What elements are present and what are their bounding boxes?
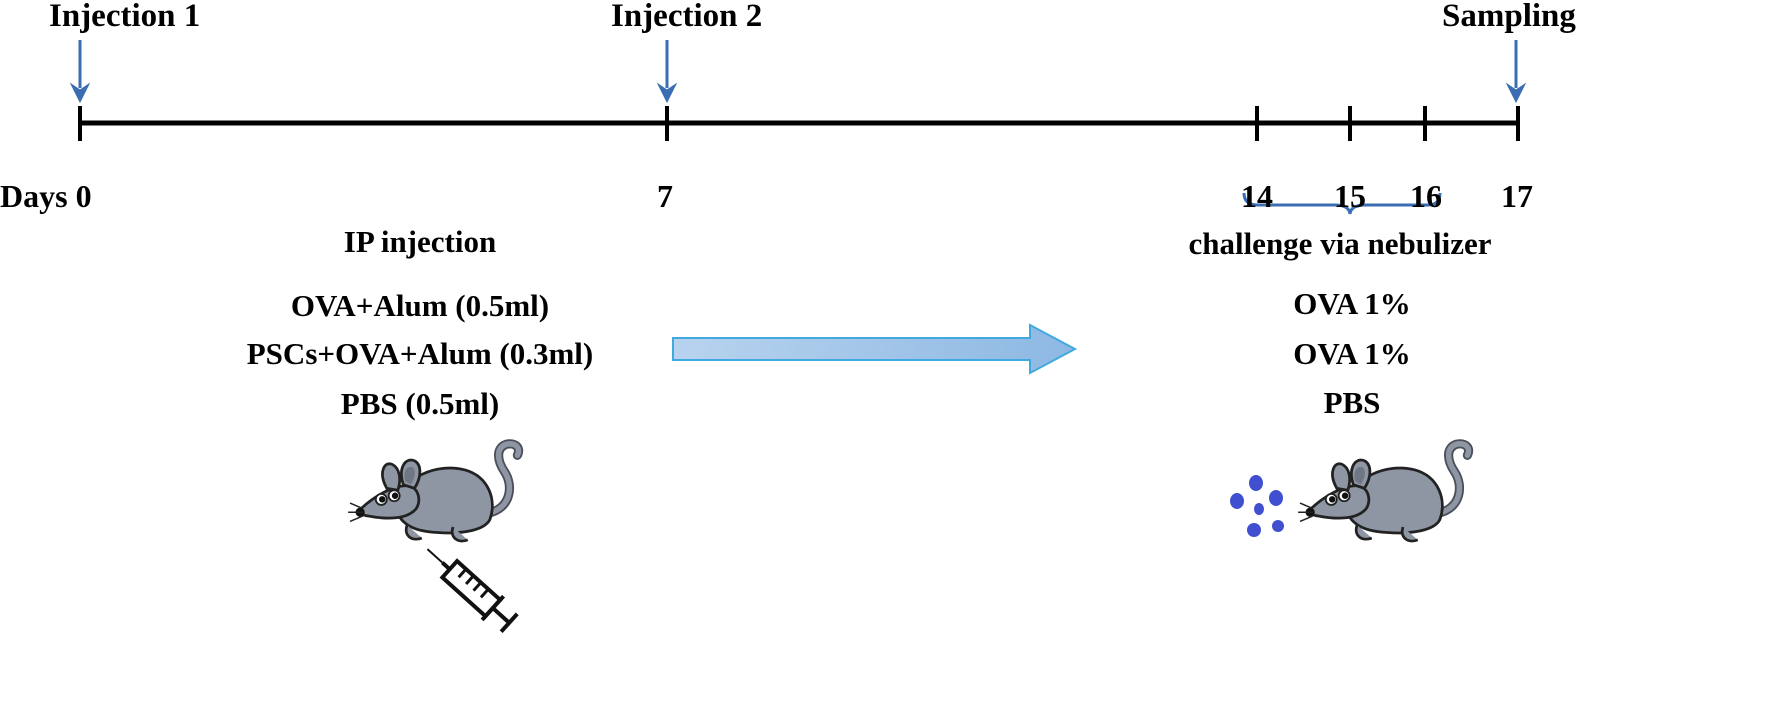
down-arrow-icon [1505,40,1527,104]
ip-group-3: PBS (0.5ml) [340,386,500,421]
day-label-14: 14 [1241,178,1273,214]
ip-group-2: PSCs+OVA+Alum (0.3ml) [246,336,594,371]
down-arrow-icon [69,40,91,104]
day-label-17: 17 [1501,178,1533,214]
event-label-injection-1: Injection 1 [49,0,201,34]
ip-group-1: OVA+Alum (0.5ml) [290,288,550,323]
event-label-injection-2: Injection 2 [611,0,763,34]
challenge-group-2: OVA 1% [1293,336,1411,371]
challenge-title: challenge via nebulizer [1188,226,1492,261]
brace-icon [1242,192,1442,215]
day-label-16: 16 [1410,178,1442,214]
mouse-icon [348,444,518,541]
ip-injection-title: IP injection [343,224,497,259]
right-arrow-icon [672,323,1078,375]
down-arrow-icon [656,40,678,104]
challenge-group-1: OVA 1% [1293,286,1411,321]
syringe-icon [426,548,519,634]
day-label-7: 7 [657,178,673,214]
day-label-15: 15 [1334,178,1366,214]
mouse-icon [1298,444,1468,541]
challenge-group-3: PBS [1323,385,1381,420]
day-label-0: Days 0 [0,178,92,214]
aerosol-droplets-icon [1230,475,1284,537]
event-label-sampling: Sampling [1442,0,1576,34]
timeline-ticks [78,106,1520,141]
